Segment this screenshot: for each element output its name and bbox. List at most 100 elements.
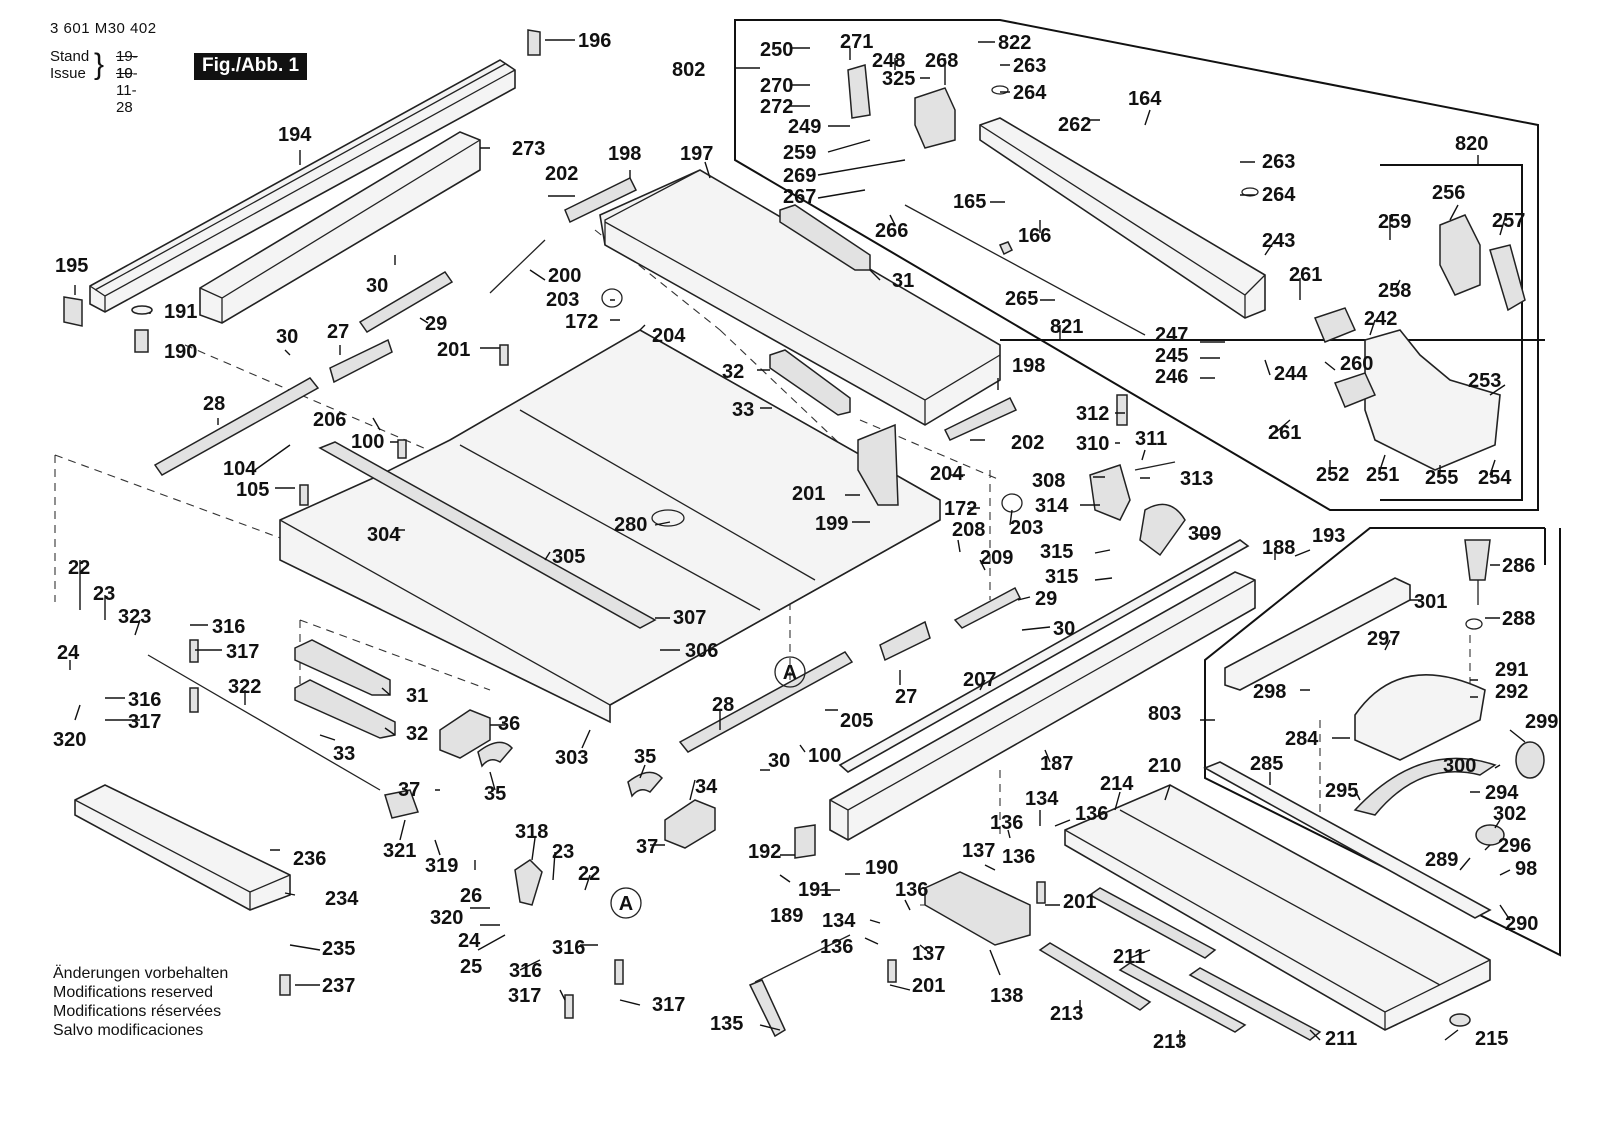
part-273-cover <box>199 131 481 324</box>
callout-234: 234 <box>325 888 359 910</box>
callout-820: 820 <box>1455 133 1488 155</box>
part-28-rail <box>153 377 854 753</box>
callout-803: 803 <box>1148 703 1181 725</box>
callout-298: 298 <box>1253 681 1286 703</box>
part-34-mount <box>664 799 716 849</box>
callout-31: 31 <box>406 685 428 707</box>
ref-label: A <box>783 662 797 684</box>
part-200-rod <box>489 239 546 294</box>
callout-260: 260 <box>1340 353 1373 375</box>
part-299-wheel <box>1515 741 1545 779</box>
callout-252: 252 <box>1316 464 1349 486</box>
callout-320: 320 <box>430 907 463 929</box>
callout-315: 315 <box>1045 566 1078 588</box>
part-260-block <box>1313 307 1377 408</box>
callout-labels: 196 194 273 195 191 190 30 30 29 27 28 2… <box>53 30 1558 1053</box>
callout-35: 35 <box>634 746 656 768</box>
callout-296: 296 <box>1498 835 1531 857</box>
callout-31: 31 <box>892 270 914 292</box>
callout-30: 30 <box>1053 618 1075 640</box>
part-268-clamp <box>914 87 956 149</box>
callout-199: 199 <box>815 513 848 535</box>
callout-307: 307 <box>673 607 706 629</box>
part-215-foot <box>1449 1013 1471 1027</box>
part-35-knob <box>477 741 664 798</box>
part-304-rail <box>318 441 657 629</box>
callout-246: 246 <box>1155 366 1188 388</box>
callout-302: 302 <box>1493 803 1526 825</box>
callout-286: 286 <box>1502 555 1535 577</box>
callout-190: 190 <box>164 341 197 363</box>
callout-201: 201 <box>1063 891 1096 913</box>
part-234-guard <box>74 784 291 911</box>
callout-34: 34 <box>695 776 718 798</box>
callout-190: 190 <box>865 857 898 879</box>
callout-208: 208 <box>952 519 985 541</box>
callout-136: 136 <box>990 812 1023 834</box>
ref-label: A <box>619 893 633 915</box>
note-en: Modifications reserved <box>53 984 214 1001</box>
callout-297: 297 <box>1367 628 1400 650</box>
callout-138: 138 <box>990 985 1023 1007</box>
callout-256: 256 <box>1432 182 1465 204</box>
part-318-lever <box>514 859 543 906</box>
callout-821: 821 <box>1050 316 1083 338</box>
callout-27: 27 <box>895 686 917 708</box>
callout-100: 100 <box>808 745 841 767</box>
callout-195: 195 <box>55 255 88 277</box>
callout-27: 27 <box>327 321 349 343</box>
callout-191: 191 <box>164 301 197 323</box>
callout-266: 266 <box>875 220 908 242</box>
part-32-bracket <box>294 349 851 739</box>
part-135-crank <box>748 934 851 1038</box>
callout-35: 35 <box>484 783 506 805</box>
callout-187: 187 <box>1040 753 1073 775</box>
callout-317: 317 <box>226 641 259 663</box>
part-251-base <box>1364 329 1501 471</box>
group-box-802 <box>734 19 1539 511</box>
callout-202: 202 <box>545 163 578 185</box>
callout-198: 198 <box>608 143 641 165</box>
callout-264: 264 <box>1262 184 1296 206</box>
leader-lines <box>69 39 1526 1045</box>
callout-137: 137 <box>962 840 995 862</box>
part-265-rod <box>904 204 1146 336</box>
callout-244: 244 <box>1274 363 1308 385</box>
callout-258: 258 <box>1378 280 1411 302</box>
part-303-table <box>279 329 941 724</box>
callout-211: 211 <box>1113 946 1145 968</box>
note-fr: Modifications réservées <box>53 1003 222 1020</box>
callout-215: 215 <box>1475 1028 1508 1050</box>
callout-285: 285 <box>1250 753 1283 775</box>
callout-263: 263 <box>1262 151 1295 173</box>
callout-214: 214 <box>1100 773 1134 795</box>
callout-316: 316 <box>509 960 542 982</box>
callout-30: 30 <box>366 275 388 297</box>
callout-193: 193 <box>1312 525 1345 547</box>
callout-280: 280 <box>614 514 647 536</box>
brace-glyph: } <box>94 48 105 81</box>
callout-268: 268 <box>925 50 958 72</box>
part-262-fence <box>979 117 1266 319</box>
part-192-plate <box>794 824 816 859</box>
callout-269: 269 <box>783 165 816 187</box>
part-207-ruler <box>838 539 1250 773</box>
callout-37: 37 <box>398 779 420 801</box>
callout-301: 301 <box>1414 591 1447 613</box>
callout-243: 243 <box>1262 230 1295 252</box>
callout-257: 257 <box>1492 210 1525 232</box>
part-27-plate <box>329 338 931 662</box>
part-308-bracket <box>1089 464 1131 521</box>
reference-marker-a: A <box>774 656 806 688</box>
callout-822: 822 <box>998 32 1031 54</box>
callout-261: 261 <box>1289 264 1322 286</box>
callout-189: 189 <box>770 905 803 927</box>
callout-317: 317 <box>128 711 161 733</box>
callout-319: 319 <box>425 855 458 877</box>
part-294-protractor <box>1353 757 1497 816</box>
callout-251: 251 <box>1366 464 1399 486</box>
callout-203: 203 <box>546 289 579 311</box>
callout-323: 323 <box>118 606 151 628</box>
